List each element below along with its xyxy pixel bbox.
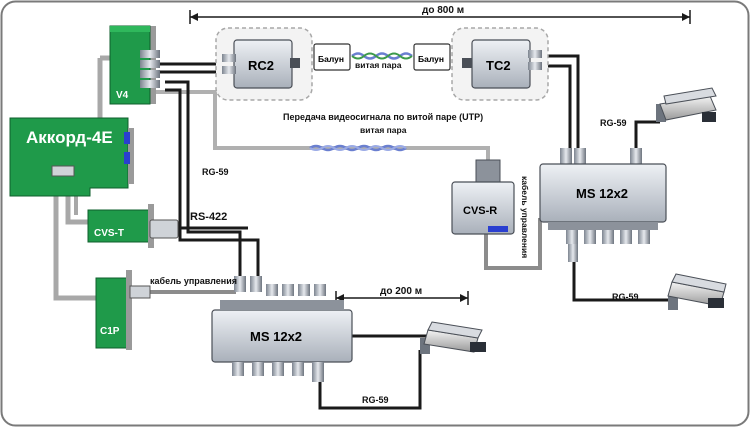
cvs-r-device: CVS-R <box>451 159 515 235</box>
v4-label: V4 <box>116 90 129 101</box>
rg59-right-top-label: RG-59 <box>600 118 627 128</box>
control-cable-left-label: кабель управления <box>150 276 237 286</box>
ms-bottom-device: MS 12x2 <box>211 276 353 382</box>
camera-bottom-right-icon <box>667 273 727 310</box>
utp-caption: Передача видеосигнала по витой паре (UTP… <box>283 112 483 122</box>
camera-top-right-icon <box>656 87 717 122</box>
rg59-left-label: RG-59 <box>202 167 229 177</box>
camera-bottom-icon <box>420 321 486 354</box>
akkord-4e-card: Аккорд-4Е <box>9 117 134 197</box>
twisted-pair-top <box>351 52 413 60</box>
c1p-card: C1P <box>95 270 151 350</box>
ms-bottom-label: MS 12x2 <box>250 329 302 344</box>
balun-left-label: Балун <box>318 54 344 64</box>
twisted-pair-mid-label: витая пара <box>360 125 407 135</box>
cvs-r-label: CVS-R <box>463 205 497 217</box>
ms-right-label: MS 12x2 <box>576 186 628 201</box>
balun-right-label: Балун <box>418 54 444 64</box>
balun-right: Балун <box>413 43 451 71</box>
rc2-device: RC2 <box>222 39 300 89</box>
distance-marker-top: до 800 м <box>189 5 691 24</box>
rg59-bottom-label: RG-59 <box>362 395 389 405</box>
distance-marker-mid: до 200 м <box>335 286 469 305</box>
rs422-label: RS-422 <box>190 211 227 223</box>
ms-right-device: MS 12x2 <box>539 148 667 262</box>
distance-800-label: до 800 м <box>422 5 464 16</box>
twisted-pair-top-label: витая пара <box>355 60 402 70</box>
rc2-label: RC2 <box>248 58 274 73</box>
akkord-4e-label: Аккорд-4Е <box>26 128 113 147</box>
v4-card: V4 <box>109 25 160 105</box>
tc2-label: TC2 <box>486 58 511 73</box>
distance-200-label: до 200 м <box>380 286 422 297</box>
twisted-pair-mid <box>309 144 407 152</box>
tc2-device: TC2 <box>462 39 542 89</box>
cvs-t-label: CVS-T <box>94 228 124 239</box>
cvs-t-card: CVS-T <box>87 204 179 248</box>
c1p-label: C1P <box>100 326 120 337</box>
control-cable-right-label: кабель управления <box>520 176 530 258</box>
rg59-right-bottom-label: RG-59 <box>612 292 639 302</box>
balun-left: Балун <box>313 43 351 71</box>
